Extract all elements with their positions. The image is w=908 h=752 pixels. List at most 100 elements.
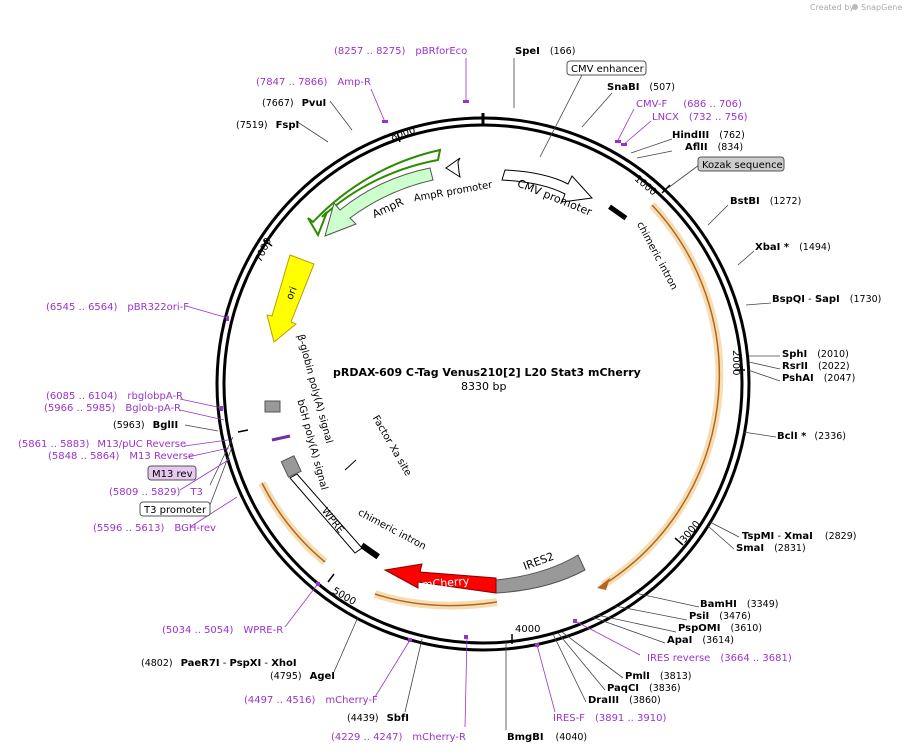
svg-text:PspOMI(3610): PspOMI(3610) xyxy=(678,623,762,634)
credit-brand: SnapGene xyxy=(861,3,902,12)
enzyme-rsrii[interactable]: RsrII xyxy=(782,361,808,372)
primer-mcherry-r[interactable]: mCherry-R xyxy=(412,732,466,743)
factor-xa-label: Factor Xa site xyxy=(370,414,414,478)
enzyme-paer7i[interactable]: PaeR7I xyxy=(181,658,220,669)
svg-text:HindIII(762): HindIII(762) xyxy=(672,130,745,141)
primer-ires-f[interactable]: IRES-F xyxy=(553,713,585,724)
enzyme-sapi[interactable]: SapI xyxy=(815,294,840,305)
plasmid-length: 8330 bp xyxy=(461,380,506,393)
svg-text:SnaBI(507): SnaBI(507) xyxy=(607,82,675,93)
enzyme-pmli[interactable]: PmlI xyxy=(625,671,650,682)
svg-text:BclI *(2336): BclI *(2336) xyxy=(777,431,846,442)
svg-text:(4497 .. 4516)mCherry-F: (4497 .. 4516)mCherry-F xyxy=(244,695,378,706)
svg-text:SmaI(2831): SmaI(2831) xyxy=(736,543,806,554)
enzyme-hindiii[interactable]: HindIII xyxy=(672,130,709,141)
primer-t3[interactable]: T3 xyxy=(189,487,202,498)
primer-ires-reverse[interactable]: IRES reverse xyxy=(647,653,710,664)
primer-bgh-rev[interactable]: BGH-rev xyxy=(174,523,216,534)
primer-bglob-pa-r[interactable]: Bglob-pA-R xyxy=(125,403,181,414)
orf-arc-right-line xyxy=(602,204,720,586)
svg-text:(7847 .. 7866)Amp-R: (7847 .. 7866)Amp-R xyxy=(256,77,371,88)
enzyme-psii[interactable]: PsiI xyxy=(689,611,709,622)
factor-xa-mark xyxy=(344,459,357,471)
mcherry-label: mCherry xyxy=(421,574,470,591)
svg-text:BmgBI(4040): BmgBI(4040) xyxy=(507,732,587,743)
enzyme-pspxi[interactable]: PspXI xyxy=(230,658,262,669)
primer-labels: (8257 .. 8275)pBRforEco (7847 .. 7866)Am… xyxy=(18,46,792,743)
svg-text:(6545 .. 6564)pBR322ori-F: (6545 .. 6564)pBR322ori-F xyxy=(46,302,189,313)
enzyme-apai[interactable]: ApaI xyxy=(667,635,692,646)
primer-m13-reverse[interactable]: M13 Reverse xyxy=(129,451,194,462)
enzyme-agei[interactable]: AgeI xyxy=(310,671,335,682)
enzyme-fspi[interactable]: FspI xyxy=(276,120,300,131)
enzyme-smai[interactable]: SmaI xyxy=(736,543,764,554)
enzyme-sphi[interactable]: SphI xyxy=(782,349,807,360)
primer-m13-puc-reverse[interactable]: M13/pUC Reverse xyxy=(97,439,186,450)
bglobin-label: β-globin poly(A) signal xyxy=(295,333,335,444)
svg-text:(5861 .. 5883)M13/pUC Reverse: (5861 .. 5883)M13/pUC Reverse xyxy=(18,439,186,450)
m13-marker xyxy=(271,434,291,442)
kozak-box[interactable] xyxy=(697,156,785,172)
enzyme-draiii[interactable]: DraIII xyxy=(588,695,619,706)
svg-text:TspMI - XmaI(2829): TspMI - XmaI(2829) xyxy=(742,531,856,542)
primer-wpre-r[interactable]: WPRE-R xyxy=(243,625,283,636)
primer-pbrforeco[interactable]: pBRforEco xyxy=(415,46,467,57)
cmv-enhancer-box[interactable] xyxy=(566,60,647,76)
svg-text:(4229 .. 4247)mCherry-R: (4229 .. 4247)mCherry-R xyxy=(331,732,466,743)
svg-text:(5848 .. 5864)M13 Reverse: (5848 .. 5864)M13 Reverse xyxy=(48,451,194,462)
primer-amp-r[interactable]: Amp-R xyxy=(337,77,371,88)
ampr-promoter-label: AmpR promoter xyxy=(413,180,494,205)
primer-lncx[interactable]: LNCX xyxy=(652,112,679,123)
bgh-box xyxy=(280,455,302,478)
primer-pbr322ori-f[interactable]: pBR322ori-F xyxy=(127,302,189,313)
enzyme-xbai[interactable]: XbaI * xyxy=(755,242,790,253)
svg-text:PaqCI(3836): PaqCI(3836) xyxy=(607,683,681,694)
enzyme-bstbi[interactable]: BstBI xyxy=(730,196,760,207)
ori-label: ori xyxy=(285,285,300,301)
primer-cmv-f[interactable]: CMV-F xyxy=(636,99,667,110)
kozak-label: Kozak sequence xyxy=(702,160,783,171)
svg-text:IRES reverse(3664 .. 3681): IRES reverse(3664 .. 3681) xyxy=(647,653,792,664)
enzyme-pspomi[interactable]: PspOMI xyxy=(678,623,720,634)
enzyme-snabi[interactable]: SnaBI xyxy=(607,82,639,93)
enzyme-bmgbi[interactable]: BmgBI xyxy=(507,732,544,743)
wpre-label: WPRE xyxy=(319,506,346,536)
enzyme-bcli[interactable]: BclI * xyxy=(777,431,807,442)
tick-4000: 4000 xyxy=(515,624,540,635)
m13rev-label: M13 rev xyxy=(152,469,193,480)
ampr-outline-arc xyxy=(307,148,442,238)
svg-text:XbaI *(1494): XbaI *(1494) xyxy=(755,242,831,253)
primer-rbglobpa-r[interactable]: rbglobpA-R xyxy=(127,391,183,402)
mcherry-arrow xyxy=(383,563,497,594)
m13rev-box[interactable] xyxy=(147,465,197,481)
enzyme-labels: SpeI(166) SnaBI(507) HindIII(762) AflII(… xyxy=(113,46,881,743)
tick-8000: 8000 xyxy=(389,125,417,143)
enzyme-tspmi[interactable]: TspMI xyxy=(742,531,774,542)
tick-1000: 1000 xyxy=(632,173,659,198)
ires2-arrow xyxy=(495,554,586,594)
svg-text:DraIII(3860): DraIII(3860) xyxy=(588,695,661,706)
enzyme-bglii[interactable]: BglII xyxy=(153,420,179,431)
snapgene-logo-icon xyxy=(852,4,858,10)
enzyme-xhoi[interactable]: XhoI xyxy=(271,658,296,669)
enzyme-bamhi[interactable]: BamHI xyxy=(700,599,737,610)
cmv-enhancer-label: CMV enhancer xyxy=(571,64,645,75)
t3-promoter-label: T3 promoter xyxy=(143,505,207,516)
tick-2000: 2000 xyxy=(730,350,741,375)
svg-text:LNCX(732 .. 756): LNCX(732 .. 756) xyxy=(652,112,748,123)
enzyme-pvui[interactable]: PvuI xyxy=(302,98,327,109)
primer-mcherry-f[interactable]: mCherry-F xyxy=(325,695,378,706)
t3-promoter-box[interactable] xyxy=(139,501,211,517)
orf-arc-bottom-line xyxy=(374,593,498,607)
svg-text:(4795)AgeI: (4795)AgeI xyxy=(270,671,335,682)
svg-text:ApaI(3614): ApaI(3614) xyxy=(667,635,734,646)
enzyme-bspqi[interactable]: BspQI xyxy=(772,294,805,305)
enzyme-pshai[interactable]: PshAI xyxy=(782,373,814,384)
enzyme-sbfi[interactable]: SbfI xyxy=(387,713,409,724)
enzyme-paqci[interactable]: PaqCI xyxy=(607,683,639,694)
enzyme-spei[interactable]: SpeI xyxy=(515,46,540,57)
enzyme-aflii[interactable]: AflII xyxy=(685,142,708,153)
enzyme-xmai[interactable]: XmaI xyxy=(784,531,813,542)
ori-arrow xyxy=(266,254,315,343)
leader-lines xyxy=(184,58,781,730)
